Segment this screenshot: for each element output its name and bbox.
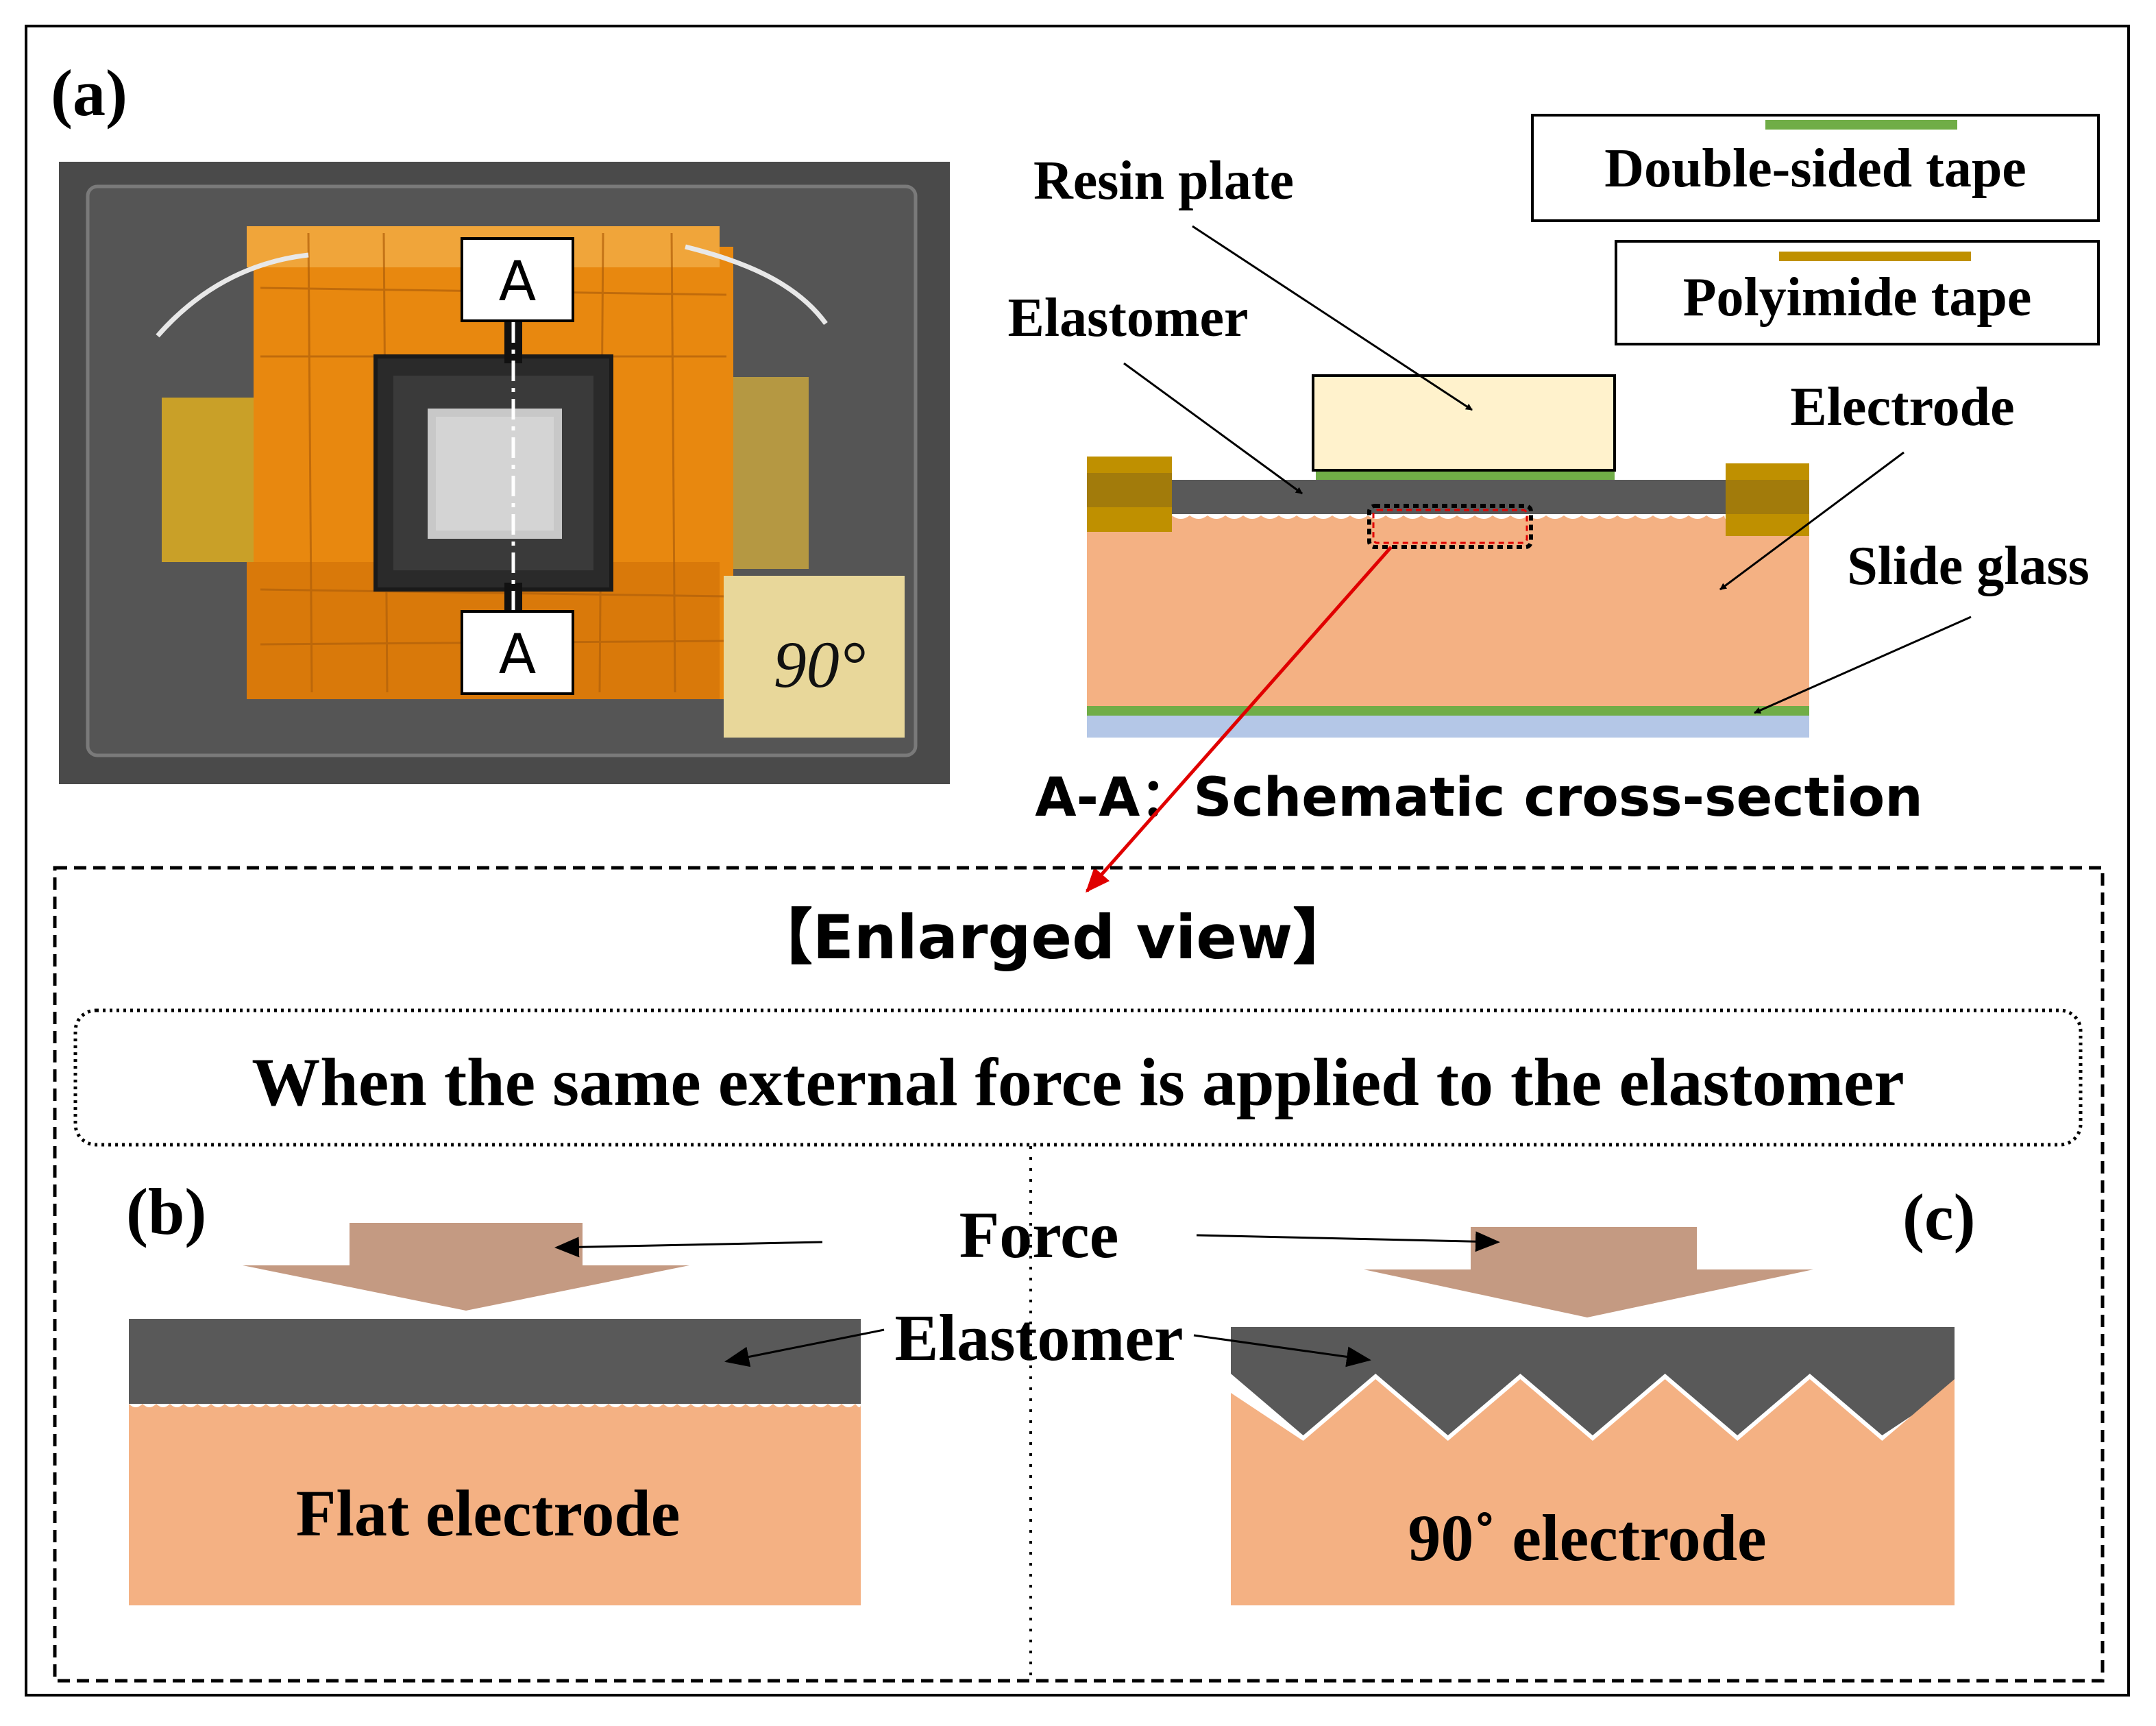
flat-electrode-label: Flat electrode [296, 1476, 681, 1550]
legend-polyimide-tape: Polyimide tape [1615, 240, 2100, 345]
leader-elastomer-a [1123, 362, 1303, 495]
svg-text:Double-sided tape: Double-sided tape [1604, 138, 2026, 199]
wire-left [156, 252, 309, 338]
cs-double-sided-tape-top [1316, 470, 1615, 480]
cross-section-schematic [1087, 374, 1809, 738]
leader-resin-plate [1192, 225, 1473, 411]
panel-b-diagram: Flat electrode [129, 1223, 861, 1605]
flat-electrode [129, 1404, 861, 1605]
leader-force-c [1196, 1231, 1500, 1252]
svg-text:A: A [499, 250, 537, 313]
legend-double-sided-tape: Double-sided tape [1531, 114, 2100, 222]
wire-right [685, 244, 828, 326]
angle-sticker: 90° [724, 576, 905, 738]
cs-double-sided-tape-bottom [1087, 706, 1809, 716]
panel-b-label: (b) [126, 1175, 206, 1248]
label-resin-plate: Resin plate [1033, 151, 1294, 211]
cs-resin-plate [1312, 374, 1616, 472]
label-elastomer-a: Elastomer [1007, 288, 1248, 348]
force-arrow-b [243, 1223, 689, 1311]
zoom-pointer [1086, 546, 1393, 893]
svg-text:90°: 90° [774, 628, 866, 701]
cs-slide-glass [1087, 716, 1809, 738]
cs-elastomer [1172, 480, 1726, 514]
leader-force-b [554, 1237, 823, 1258]
device-photo: A A 90° [59, 162, 950, 784]
enlarged-view-title: 【Enlarged view】 [752, 902, 1353, 973]
side-tape-right [724, 377, 809, 569]
label-force: Force [959, 1198, 1119, 1272]
condition-frame [73, 1008, 2083, 1147]
serrated-elastomer [1231, 1327, 1955, 1435]
label-elastomer-shared: Elastomer [894, 1301, 1183, 1374]
label-electrode: Electrode [1790, 377, 2014, 437]
panel-c-diagram: 90˚ electrode [1231, 1227, 1955, 1605]
label-slide-glass: Slide glass [1847, 536, 2089, 596]
leader-slide-glass [1754, 616, 1972, 714]
section-marker-top: A [461, 237, 574, 322]
svg-text:Polyimide tape: Polyimide tape [1683, 267, 2032, 328]
leader-elastomer-b [724, 1328, 885, 1368]
outer-border [25, 25, 2130, 1697]
cross-section-caption: A-A：Schematic cross-section [1035, 767, 1923, 829]
side-tape-left [162, 398, 265, 562]
svg-text:A: A [499, 622, 537, 686]
cs-electrode [1087, 515, 1809, 706]
condition-text: When the same external force is applied … [252, 1044, 1904, 1120]
leader-elastomer-c [1193, 1334, 1371, 1368]
cs-zoom-box [1367, 504, 1533, 549]
serrated-electrode [1231, 1379, 1955, 1605]
panel-c-label: (c) [1902, 1180, 1976, 1254]
leader-electrode [1719, 451, 1904, 591]
serrated-electrode-label: 90˚ electrode [1408, 1501, 1766, 1575]
enlarged-view-frame [53, 866, 2105, 1683]
section-marker-bottom: A [461, 610, 574, 695]
panel-a-label: (a) [51, 56, 127, 130]
flat-elastomer [129, 1319, 861, 1404]
